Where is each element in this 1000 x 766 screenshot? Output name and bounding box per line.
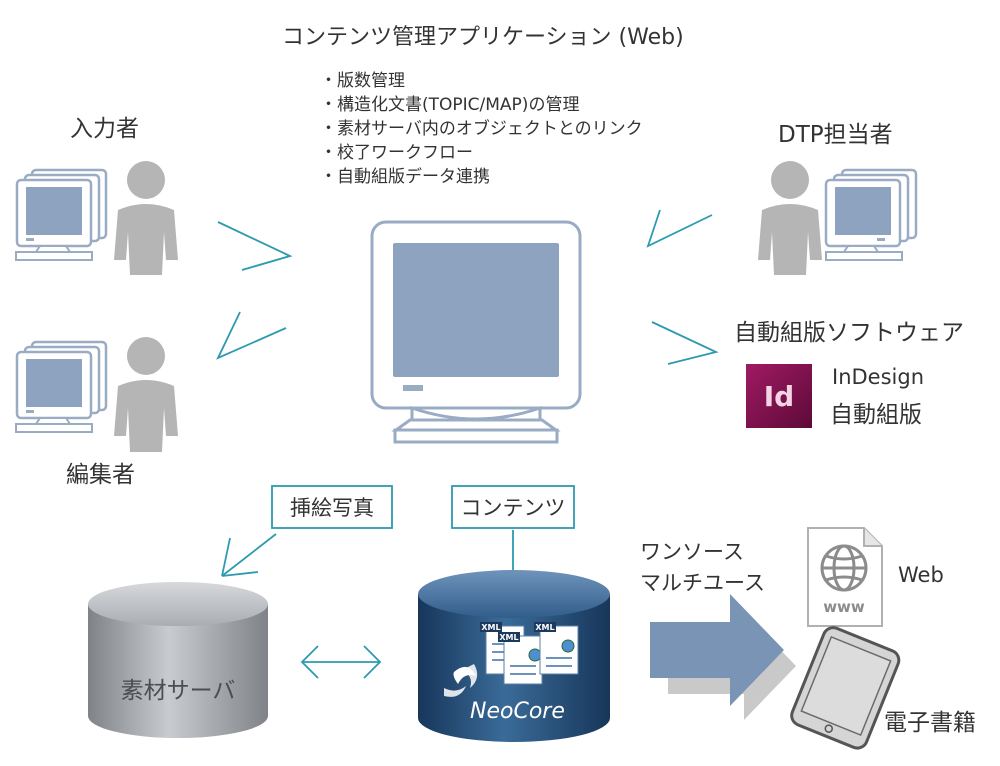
big-output-arrow: [650, 594, 796, 720]
xml-document-icon: XML: [498, 632, 543, 685]
auto-typesetting-heading: 自動組版ソフトウェア: [734, 320, 964, 346]
input-workstation: [15, 161, 178, 275]
feature-item: ・素材サーバ内のオブジェクトとのリンク: [320, 118, 643, 139]
editor-workstation: [15, 337, 178, 452]
neocore-swirl-icon: [444, 664, 478, 697]
feature-item: ・自動組版データ連携: [320, 166, 490, 187]
role-dtp-label: DTP担当者: [778, 122, 893, 148]
arrow-input-to-app: [217, 221, 293, 271]
small-monitor-icon: [15, 168, 108, 261]
app-title: コンテンツ管理アプリケーション (Web): [282, 25, 684, 50]
arrow-app-to-typesetting: [651, 321, 719, 365]
role-editor-label: 編集者: [66, 462, 135, 488]
one-source-line2: マルチユース: [640, 571, 765, 595]
arrow-photo-to-server: [221, 533, 277, 577]
dtp-workstation: [758, 161, 918, 275]
role-input-label: 入力者: [70, 116, 139, 142]
photo-label: 挿絵写真: [290, 496, 374, 520]
feature-item: ・構造化文書(TOPIC/MAP)の管理: [320, 95, 579, 115]
small-monitor-icon: [15, 340, 108, 433]
tablet-icon: [790, 626, 901, 750]
person-icon: [114, 337, 178, 452]
xml-tag: XML: [481, 623, 500, 632]
xml-document-icon: XML: [534, 622, 579, 675]
feature-item: ・校了ワークフロー: [320, 143, 473, 163]
feature-list: ・版数管理 ・構造化文書(TOPIC/MAP)の管理 ・素材サーバ内のオブジェク…: [320, 71, 643, 187]
ebook-label: 電子書籍: [884, 710, 976, 736]
indesign-product-name: InDesign: [832, 365, 924, 389]
indesign-logo-text: Id: [764, 380, 794, 413]
contents-label: コンテンツ: [461, 496, 566, 520]
arrow-app-to-editor: [216, 311, 287, 360]
arrow-dtp-to-app: [646, 209, 713, 248]
one-source-line1: ワンソース: [640, 540, 744, 564]
xml-tag: XML: [535, 623, 554, 632]
xml-tag: XML: [499, 633, 518, 642]
central-monitor-icon: [370, 220, 582, 444]
indesign-logo-icon: Id: [746, 364, 812, 428]
small-monitor-icon: [824, 168, 918, 261]
person-icon: [114, 161, 178, 275]
person-icon: [758, 161, 822, 275]
material-server-database-icon: 素材サーバ: [88, 582, 268, 738]
neocore-label: NeoCore: [470, 699, 565, 724]
web-document-icon: www: [807, 527, 883, 627]
indesign-product-sub: 自動組版: [830, 402, 922, 428]
www-label: www: [823, 598, 865, 616]
contents-label-box: コンテンツ: [451, 485, 575, 529]
neocore-database-icon: XML XML XML NeoCore: [418, 570, 610, 742]
material-server-label: 素材サーバ: [121, 678, 236, 704]
web-label: Web: [898, 563, 944, 587]
bidirectional-arrow: [300, 645, 382, 679]
photo-label-box: 挿絵写真: [271, 485, 393, 529]
globe-icon: [820, 544, 868, 592]
feature-item: ・版数管理: [320, 71, 405, 91]
